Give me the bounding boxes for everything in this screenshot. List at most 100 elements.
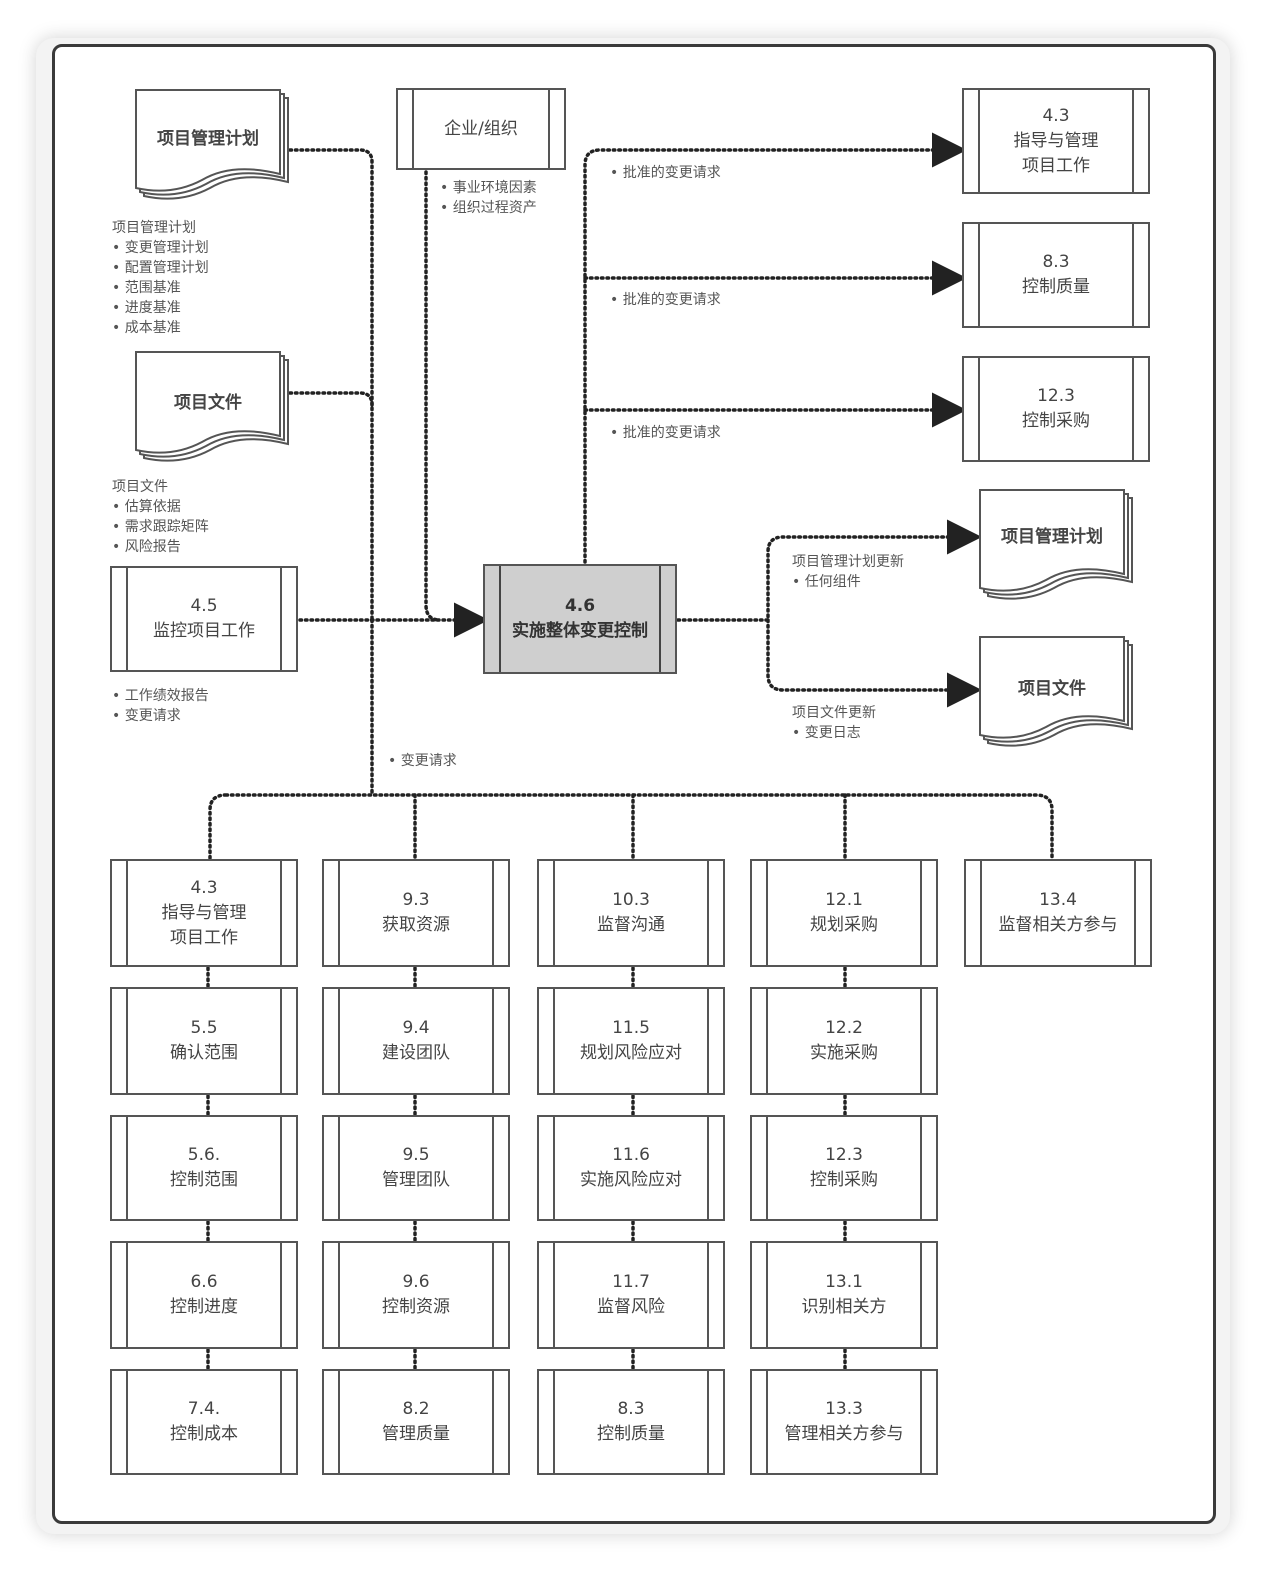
output-box-4-3: 4.3 指导与管理 项目工作 (962, 88, 1150, 194)
grid-num: 9.3 (402, 890, 430, 910)
connector-bottom-bus (208, 793, 1054, 860)
grid-num: 12.3 (825, 1145, 863, 1165)
grid-box-8-3: 8.3 控制质量 (537, 1369, 725, 1475)
grid-box-9-5: 9.5 管理团队 (322, 1115, 510, 1221)
center-process-box: 4.6 实施整体变更控制 (483, 564, 677, 674)
grid-num: 9.4 (402, 1018, 430, 1038)
grid-name: 指导与管理 (161, 902, 247, 923)
note-org: 事业环境因素 组织过程资产 (440, 178, 537, 218)
grid-num: 10.3 (612, 890, 650, 910)
doc-out-plan-label: 项目管理计划 (1001, 527, 1103, 547)
grid-box-5-5: 5.5 确认范围 (110, 987, 298, 1095)
grid-name: 监督沟通 (597, 915, 665, 935)
grid-num: 13.4 (1039, 890, 1077, 910)
note-approved-3: 批准的变更请求 (610, 423, 721, 443)
grid-name: 项目工作 (170, 927, 238, 948)
grid-num: 8.2 (402, 1399, 430, 1419)
grid-name: 控制进度 (170, 1297, 238, 1317)
connector-pm-plan (288, 148, 374, 622)
grid-name: 获取资源 (382, 915, 450, 935)
grid-num: 11.7 (612, 1272, 650, 1292)
grid-num: 12.1 (825, 890, 863, 910)
note-pm-plan: 项目管理计划 变更管理计划 配置管理计划 范围基准 进度基准 成本基准 (112, 218, 209, 338)
output-12-3-name: 控制采购 (1022, 411, 1090, 431)
org-label: 企业/组织 (444, 118, 518, 139)
grid-box-11-5: 11.5 规划风险应对 (537, 987, 725, 1095)
grid-name: 控制成本 (170, 1424, 238, 1444)
note-pm-plan-update: 项目管理计划更新 任何组件 (792, 552, 904, 592)
connector-approved-trunk (583, 132, 967, 564)
note-pm-plan-item: 进度基准 (112, 298, 209, 318)
grid-box-8-2: 8.2 管理质量 (322, 1369, 510, 1475)
grid-box-6-6: 6.6 控制进度 (110, 1241, 298, 1349)
note-change-request: 变更请求 (388, 751, 457, 771)
note-proj-docs-title: 项目文件 (112, 479, 168, 495)
connector-proj-docs (288, 391, 374, 407)
grid-box-13-3: 13.3 管理相关方参与 (750, 1369, 938, 1475)
note-proj-docs-item: 需求跟踪矩阵 (112, 517, 209, 537)
grid-num: 9.6 (402, 1272, 430, 1292)
output-12-3-num: 12.3 (1037, 386, 1075, 406)
note-pm-plan-item: 配置管理计划 (112, 258, 209, 278)
grid-box-11-7: 11.7 监督风险 (537, 1241, 725, 1349)
monitor-name: 监控项目工作 (153, 621, 255, 641)
center-name: 实施整体变更控制 (512, 621, 648, 641)
doc-proj-docs-label: 项目文件 (174, 393, 242, 413)
grid-name: 管理团队 (382, 1170, 450, 1190)
grid-name: 实施采购 (810, 1043, 878, 1063)
grid-box-5-6: 5.6. 控制范围 (110, 1115, 298, 1221)
grid-name: 监督相关方参与 (998, 915, 1118, 935)
note-approved-2: 批准的变更请求 (610, 290, 721, 310)
grid-num: 4.3 (190, 877, 218, 898)
grid-box-4-3: 4.3 指导与管理 项目工作 (110, 859, 298, 967)
grid-box-9-6: 9.6 控制资源 (322, 1241, 510, 1349)
monitor-box: 4.5 监控项目工作 (110, 566, 298, 672)
grid-box-10-3: 10.3 监督沟通 (537, 859, 725, 967)
note-org-item: 事业环境因素 (440, 178, 537, 198)
document-icon-pm-plan (135, 89, 289, 200)
note-pm-plan-update-item: 任何组件 (792, 572, 904, 592)
note-pm-plan-item: 变更管理计划 (112, 238, 209, 258)
note-proj-docs-item: 风险报告 (112, 537, 209, 557)
grid-name: 建设团队 (382, 1043, 450, 1063)
center-num: 4.6 (564, 596, 596, 616)
grid-name: 规划采购 (810, 915, 878, 935)
grid-name: 规划风险应对 (580, 1043, 682, 1063)
grid-box-12-3: 12.3 控制采购 (750, 1115, 938, 1221)
grid-name: 控制质量 (597, 1424, 665, 1444)
grid-name: 管理质量 (382, 1424, 450, 1444)
grid-box-13-4: 13.4 监督相关方参与 (964, 859, 1152, 967)
grid-num: 11.5 (612, 1018, 650, 1038)
monitor-num: 4.5 (190, 596, 218, 616)
grid-num: 13.3 (825, 1399, 863, 1419)
note-proj-docs-update-title: 项目文件更新 (792, 705, 876, 721)
grid-box-11-6: 11.6 实施风险应对 (537, 1115, 725, 1221)
grid-num: 11.6 (612, 1145, 650, 1165)
doc-out-files-label: 项目文件 (1018, 679, 1086, 699)
grid-name: 控制资源 (382, 1297, 450, 1317)
document-icon-out-files (979, 636, 1133, 747)
document-icon-out-plan (979, 489, 1133, 600)
grid-num: 5.5 (190, 1018, 218, 1038)
grid-num: 9.5 (402, 1145, 430, 1165)
grid-box-12-2: 12.2 实施采购 (750, 987, 938, 1095)
org-box: 企业/组织 (396, 88, 566, 170)
grid-box-12-1: 12.1 规划采购 (750, 859, 938, 967)
grid-name: 控制采购 (810, 1170, 878, 1190)
note-pm-plan-item: 范围基准 (112, 278, 209, 298)
note-pm-plan-item: 成本基准 (112, 318, 209, 338)
grid-name: 控制范围 (170, 1170, 238, 1190)
note-pm-plan-title: 项目管理计划 (112, 220, 196, 236)
note-approved-1: 批准的变更请求 (610, 163, 721, 183)
grid-num: 12.2 (825, 1018, 863, 1038)
grid-name: 确认范围 (170, 1043, 238, 1063)
doc-pm-plan-label: 项目管理计划 (157, 129, 259, 149)
note-proj-docs: 项目文件 估算依据 需求跟踪矩阵 风险报告 (112, 477, 209, 557)
connector-updates (676, 519, 982, 622)
grid-num: 6.6 (190, 1272, 218, 1292)
grid-name: 识别相关方 (801, 1297, 887, 1317)
note-monitor-item: 工作绩效报告 (112, 686, 209, 706)
grid-box-9-4: 9.4 建设团队 (322, 987, 510, 1095)
output-box-12-3: 12.3 控制采购 (962, 356, 1150, 462)
